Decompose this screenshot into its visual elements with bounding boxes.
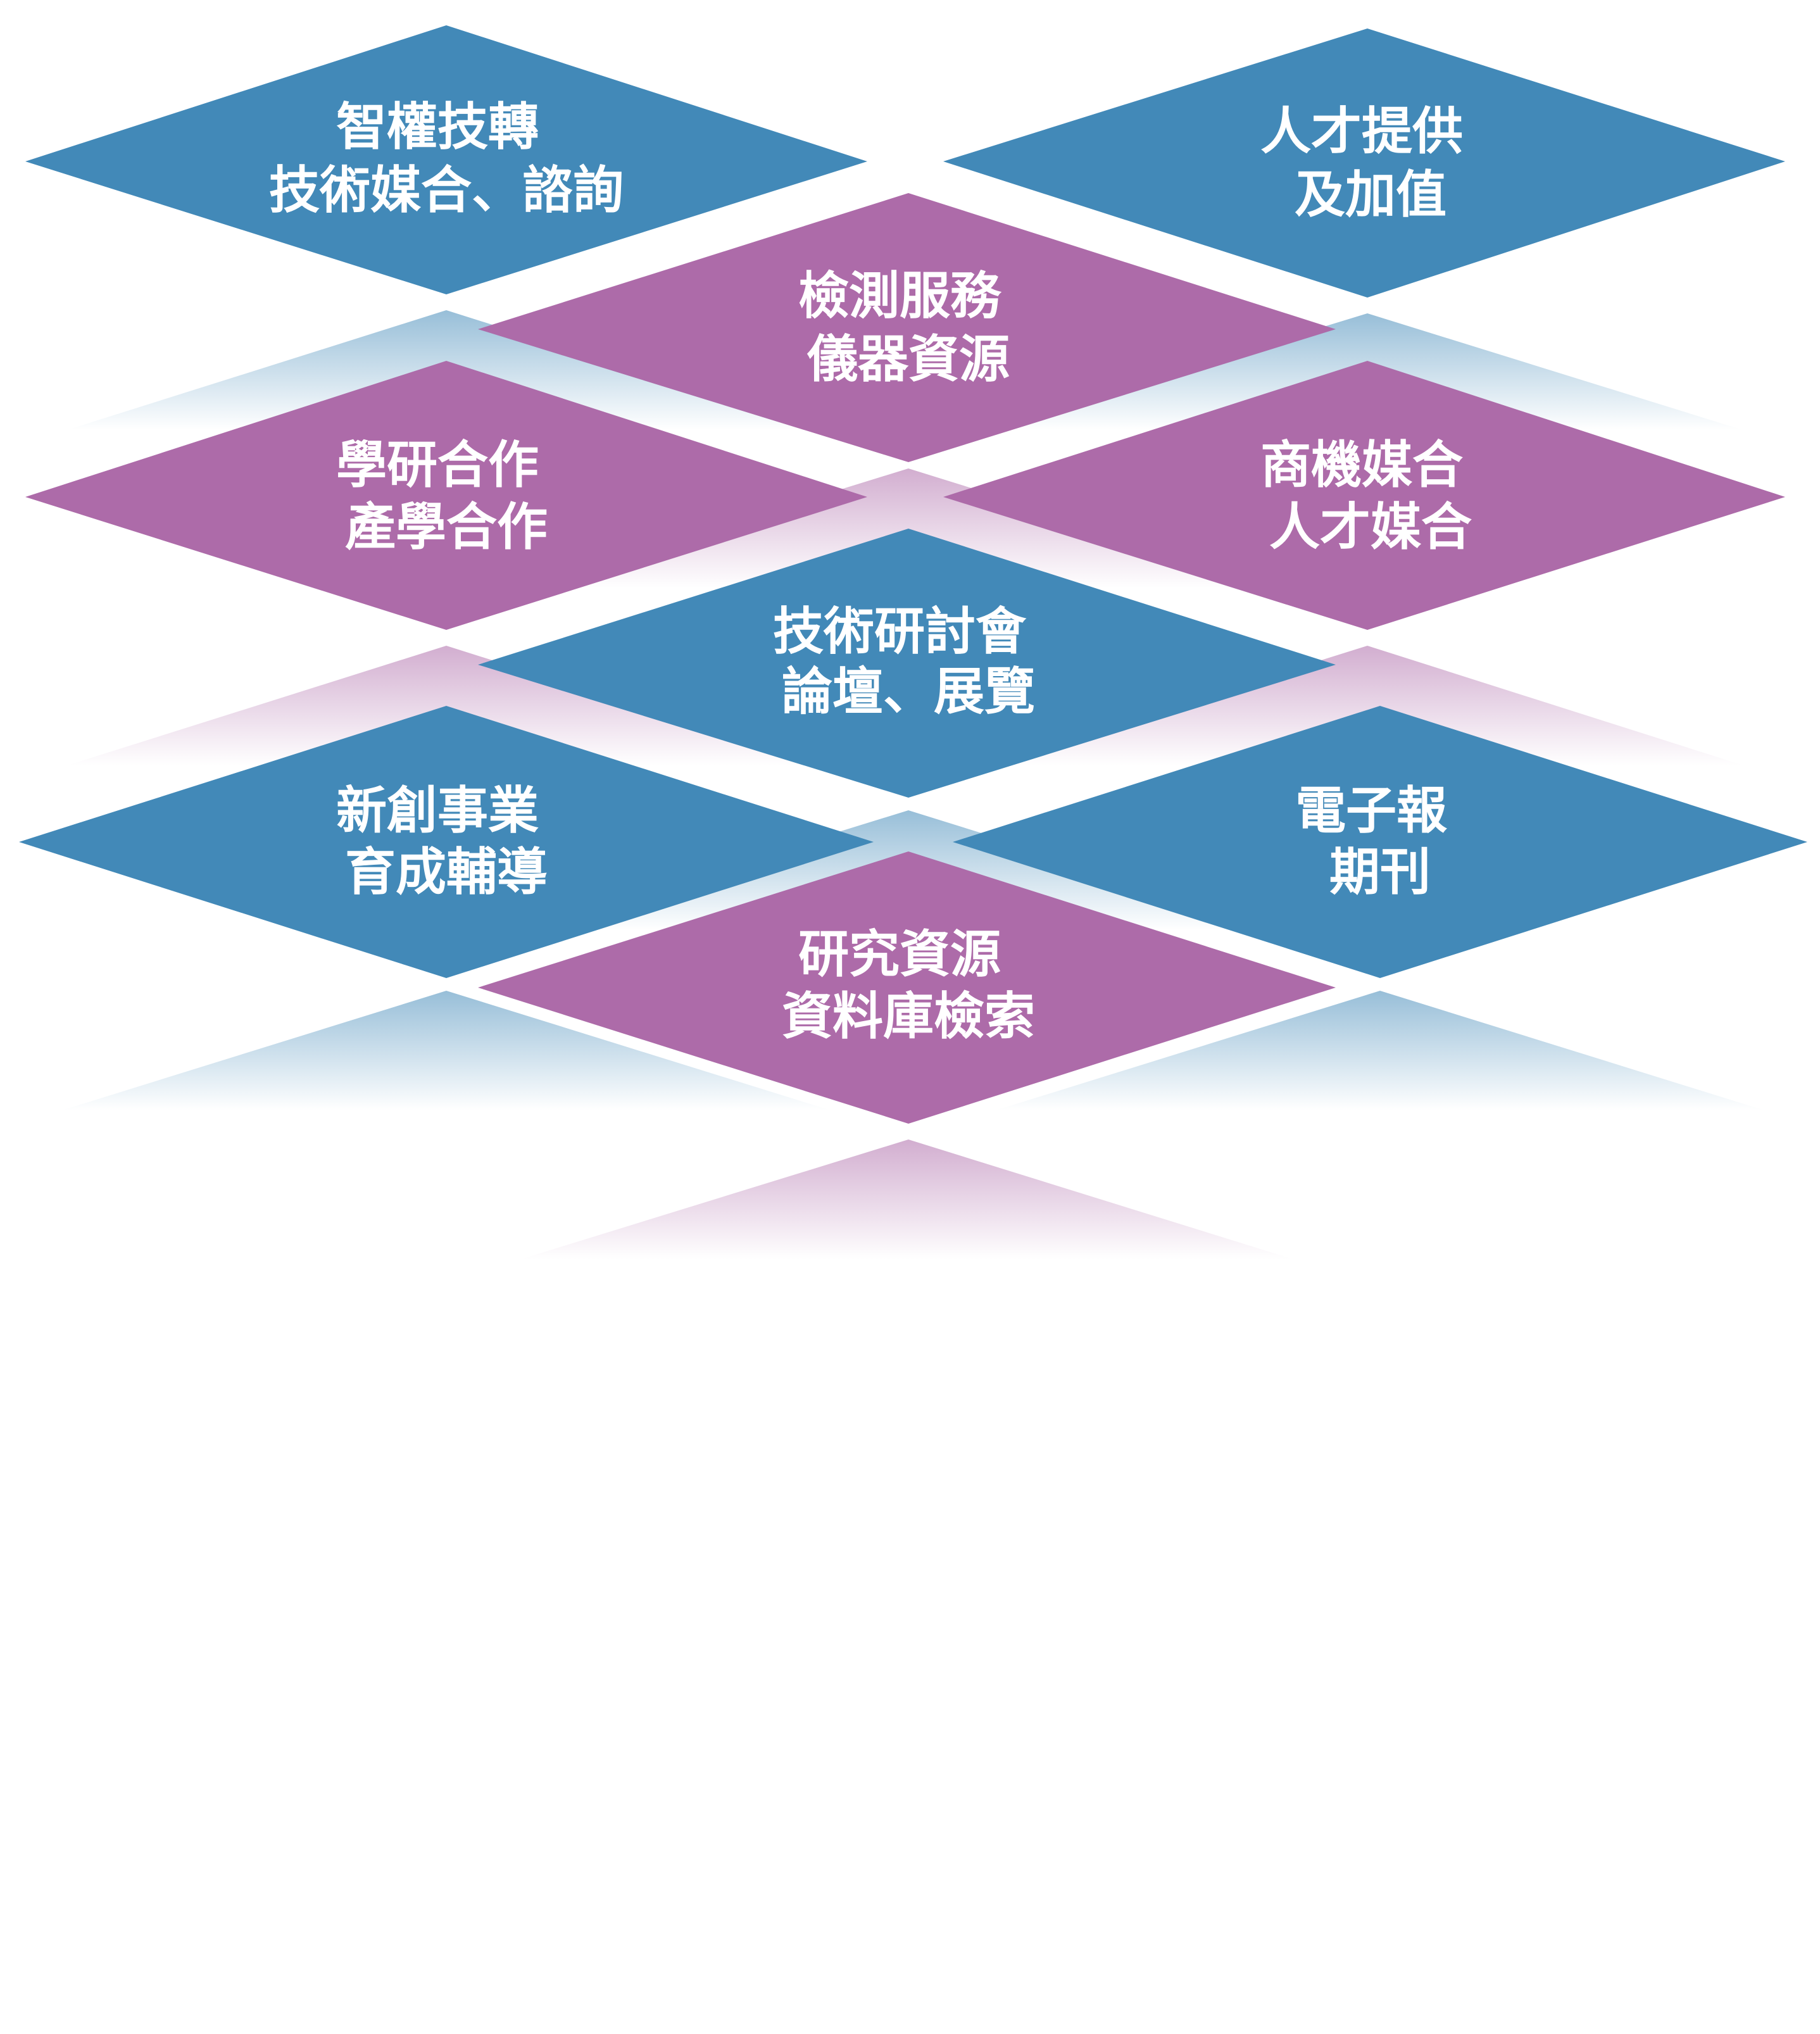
tile-database[interactable]: 研究資源 資料庫檢索 (478, 851, 1336, 1124)
tile-label-line: 及加值 (1295, 165, 1447, 224)
tile-talent[interactable]: 人才提供 及加值 (943, 28, 1785, 298)
tile-label-line: 技術媒合、諮詢 (269, 161, 624, 220)
tile-label-line: 資料庫檢索 (782, 987, 1035, 1046)
svg-text:商機媒合 人才媒合: 商機媒合 人才媒合 (1260, 436, 1481, 556)
tile-label-line: 學研合作 (336, 436, 539, 494)
diamond-shape (953, 706, 1807, 978)
tile-label-line: 技術研討會 (773, 602, 1027, 661)
tile-matching[interactable]: 商機媒合 人才媒合 (943, 361, 1785, 630)
diamond-shape (478, 529, 1336, 798)
tile-label-line: 育成輔導 (345, 843, 548, 901)
svg-text:電子報 期刊: 電子報 期刊 (1295, 781, 1465, 901)
tile-label-line: 商機媒合 (1260, 436, 1463, 494)
svg-text:研究資源 資料庫檢索: 研究資源 資料庫檢索 (782, 925, 1035, 1046)
tile-label-line: 檢測服務 (798, 267, 1002, 325)
tile-label-line: 論壇、展覽 (782, 662, 1035, 721)
tile-label-line: 智權技轉 (336, 97, 539, 156)
reflection-startup (19, 991, 874, 1257)
tile-label-line: 人才提供 (1260, 102, 1463, 161)
tile-label-line: 研究資源 (798, 925, 1001, 984)
reflection-newsletter (953, 991, 1807, 1257)
tile-label-line: 期刊 (1329, 843, 1431, 901)
tile-label-line: 儀器資源 (806, 330, 1010, 389)
tile-ip-transfer[interactable]: 智權技轉 技術媒合、諮詢 (25, 25, 867, 294)
tile-startup[interactable]: 新創事業 育成輔導 (19, 706, 874, 978)
tile-label-line: 人才媒合 (1269, 498, 1472, 556)
diamond-shape (25, 361, 867, 630)
svg-text:檢測服務 儀器資源: 檢測服務 儀器資源 (798, 267, 1019, 389)
diamond-shape (943, 361, 1785, 630)
tile-newsletter[interactable]: 電子報 期刊 (953, 706, 1807, 978)
diamond-shape (19, 706, 874, 978)
svg-text:智權技轉 技術媒合、諮詢: 智權技轉 技術媒合、諮詢 (269, 97, 624, 220)
tile-label-line: 新創事業 (336, 781, 539, 840)
tile-seminar[interactable]: 技術研討會 論壇、展覽 (478, 529, 1336, 798)
tile-cooperation[interactable]: 學研合作 產學合作 (25, 361, 867, 630)
diamond-shape (478, 193, 1336, 462)
svg-text:技術研討會 論壇、展覽: 技術研討會 論壇、展覽 (773, 602, 1044, 721)
svg-text:學研合作 產學合作: 學研合作 產學合作 (336, 436, 556, 556)
diamond-shape (478, 851, 1336, 1124)
svg-text:新創事業 育成輔導: 新創事業 育成輔導 (336, 781, 556, 901)
diamond-shape (25, 25, 867, 294)
reflection-database (478, 1139, 1336, 1405)
tile-label-line: 產學合作 (345, 498, 548, 556)
tile-label-line: 電子報 (1295, 781, 1447, 840)
tile-testing[interactable]: 檢測服務 儀器資源 (478, 193, 1336, 462)
svg-text:人才提供 及加值: 人才提供 及加值 (1260, 102, 1481, 224)
diamond-shape (943, 28, 1785, 298)
